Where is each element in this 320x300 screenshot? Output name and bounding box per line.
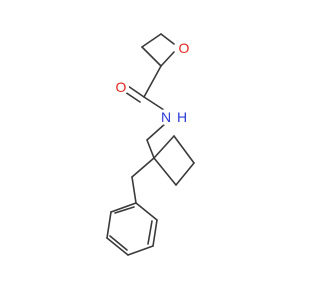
bond-benzene-1: [135, 202, 158, 221]
bond-benzene-inner-2: [109, 235, 128, 251]
bond-epoxide-carbonyl: [143, 65, 162, 98]
bond-benzene-4: [106, 237, 129, 256]
bond-benzene-3: [127, 245, 154, 256]
bond-benzene-inner-3: [114, 206, 135, 214]
epoxide-oxygen-label: O: [179, 40, 190, 56]
bond-benzylic-ring: [131, 176, 137, 204]
amide-group: [124, 65, 167, 159]
bond-epoxide-o-c3: [160, 51, 175, 67]
amide-nitrogen-label: N: [161, 109, 171, 125]
benzyl-group: [106, 157, 158, 256]
bond-carbonyl-nitrogen: [143, 96, 165, 111]
bond-methylene-quaternary: [146, 139, 155, 159]
epoxide-ring: [141, 33, 175, 67]
bond-carbonyl-double-1: [127, 85, 145, 98]
bond-benzene-5: [106, 211, 112, 239]
bond-carbonyl-double-2: [124, 91, 141, 103]
amide-hydrogen-label: H: [177, 109, 187, 125]
bond-cyclobutane-2: [173, 135, 195, 164]
bond-cyclobutane-4: [153, 157, 177, 186]
bond-cyclobutane-1: [153, 135, 175, 159]
bond-epoxide-c3-c1: [141, 46, 162, 67]
bond-benzene-inner-1: [147, 220, 153, 245]
structural-formula: O O N H: [106, 33, 195, 256]
bond-epoxide-c2-o: [160, 33, 175, 45]
bond-nitrogen-methylene: [146, 122, 167, 141]
bond-cyclobutane-3: [175, 162, 195, 186]
cyclobutane-ring: [153, 135, 195, 186]
bond-benzene-6: [110, 202, 137, 213]
bond-benzene-2: [152, 219, 158, 247]
bond-quaternary-benzylic: [131, 157, 155, 178]
carbonyl-oxygen-label: O: [116, 79, 127, 95]
bond-epoxide-c1-c2: [141, 33, 162, 48]
atom-labels: O O N H: [113, 40, 192, 125]
